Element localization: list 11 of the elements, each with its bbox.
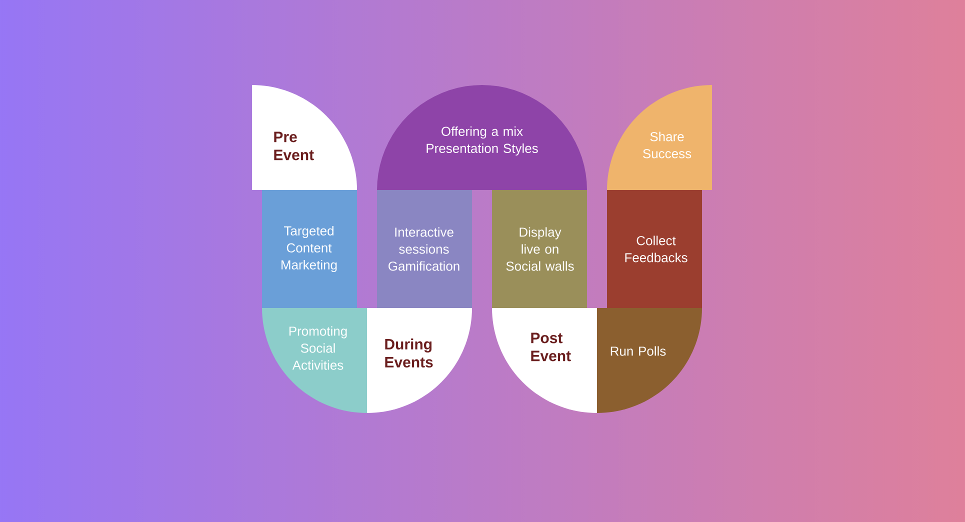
segment: Pre Event: [252, 85, 357, 190]
segment: Display live on Social walls: [492, 190, 587, 308]
segment: Post Event: [492, 308, 597, 413]
segment: Interactive sessions Gamification: [377, 190, 472, 308]
segment: Share Success: [607, 85, 712, 190]
segment: Run Polls: [597, 308, 702, 413]
segment: Promoting Social Activities: [262, 308, 367, 413]
segment: Targeted Content Marketing: [262, 190, 357, 308]
segment: Collect Feedbacks: [607, 190, 702, 308]
segment: During Events: [367, 308, 472, 413]
segment: Offering a mix Presentation Styles: [377, 85, 587, 190]
